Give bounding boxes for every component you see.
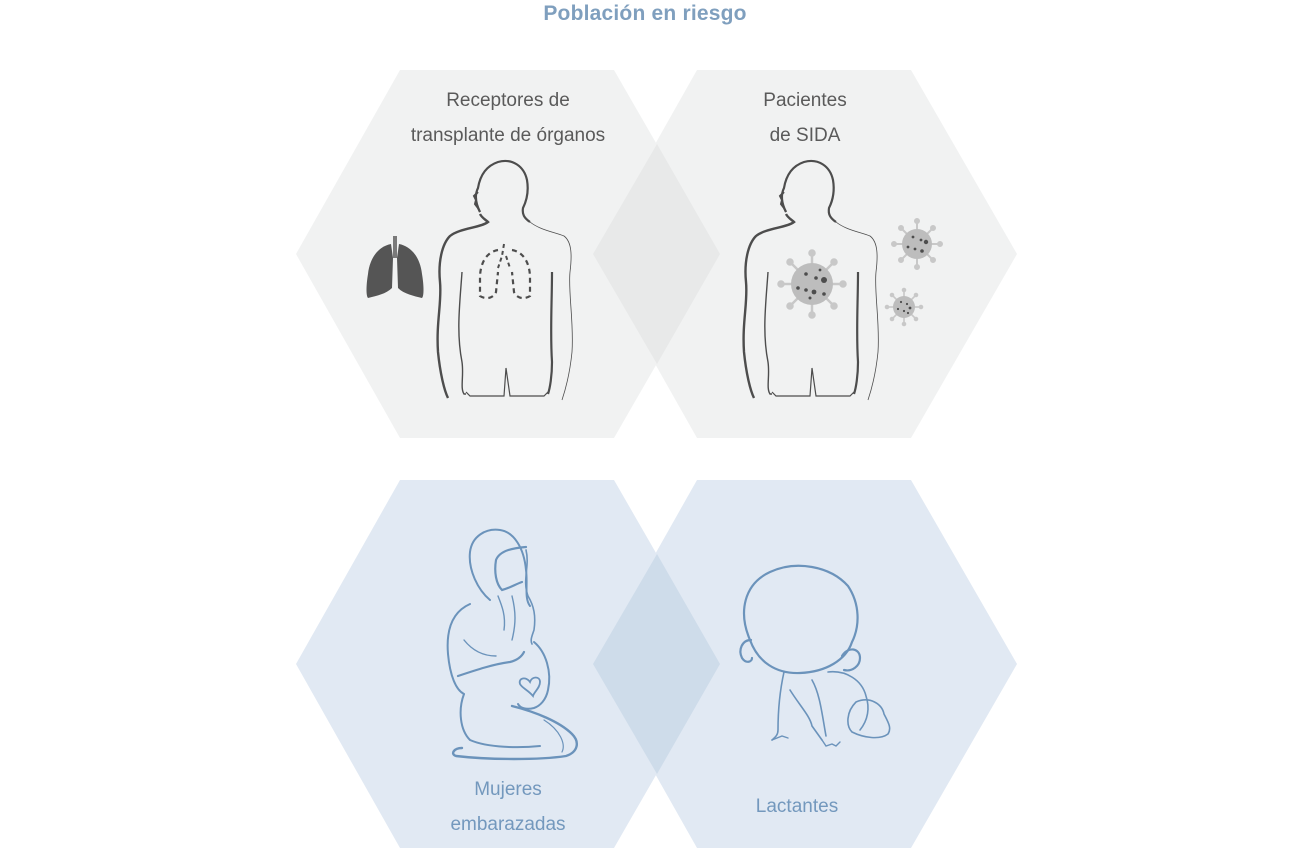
label-organ-transplant-line2: transplante de órganos <box>410 125 606 146</box>
virus-icon-small <box>884 287 924 327</box>
hexagon-infants <box>593 480 1017 848</box>
hexagon-aids-patients <box>593 70 1017 438</box>
human-torso-with-lungs-icon <box>436 159 574 402</box>
hexagon-organ-transplant <box>296 70 720 438</box>
virus-icon-medium <box>891 218 943 270</box>
hexagon-overlap-bottom <box>593 554 720 774</box>
label-pregnant-women: Mujeres embarazadas <box>380 772 636 842</box>
label-pregnant-women-line1: Mujeres <box>474 779 542 800</box>
label-organ-transplant-line1: Receptores de <box>446 90 570 111</box>
label-infants: Lactantes <box>680 789 914 824</box>
label-aids-patients-line2: de SIDA <box>769 125 841 146</box>
pregnant-woman-icon <box>446 528 578 761</box>
virus-icon-large <box>777 249 847 319</box>
diagram-title: Población en riesgo <box>543 2 747 25</box>
label-aids-patients: Pacientes de SIDA <box>680 83 930 153</box>
hexagon-pregnant-women <box>296 480 720 848</box>
label-pregnant-women-line2: embarazadas <box>450 814 566 835</box>
label-infants-line1: Lactantes <box>755 796 839 817</box>
label-aids-patients-line1: Pacientes <box>763 90 847 111</box>
hexagon-overlap-top <box>593 144 720 364</box>
lungs-icon <box>366 236 424 298</box>
label-organ-transplant: Receptores de transplante de órganos <box>380 83 636 153</box>
crawling-baby-icon <box>739 564 891 747</box>
